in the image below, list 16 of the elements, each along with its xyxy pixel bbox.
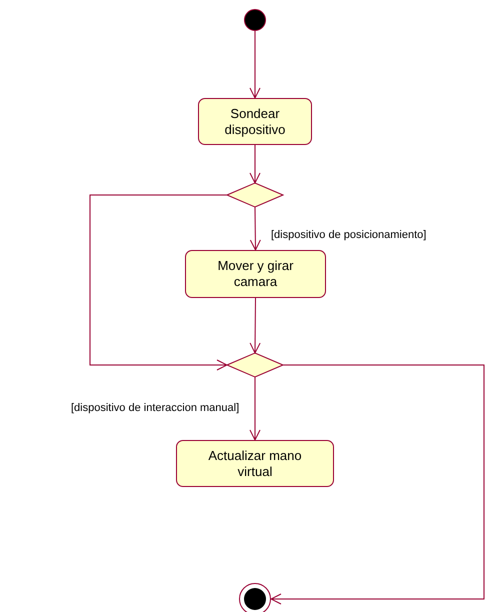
final-node bbox=[239, 583, 271, 612]
decision-diamond bbox=[226, 352, 284, 378]
edge-label: [dispositivo de interaccion manual] bbox=[70, 402, 240, 414]
arrow bbox=[250, 206, 261, 250]
decision-diamond bbox=[226, 182, 284, 208]
initial-node bbox=[244, 9, 266, 31]
arrow bbox=[270, 364, 484, 604]
edge-label: [dispositivo de posicionamiento] bbox=[270, 229, 428, 241]
arrow bbox=[250, 30, 260, 98]
arrow bbox=[250, 376, 260, 440]
action-box: Mover y girar camara bbox=[185, 250, 326, 298]
arrow bbox=[90, 194, 228, 370]
arrow bbox=[250, 144, 260, 184]
action-box: Sondear dispositivo bbox=[198, 98, 312, 145]
action-box: Actualizar mano virtual bbox=[176, 440, 334, 487]
arrow bbox=[250, 298, 261, 354]
